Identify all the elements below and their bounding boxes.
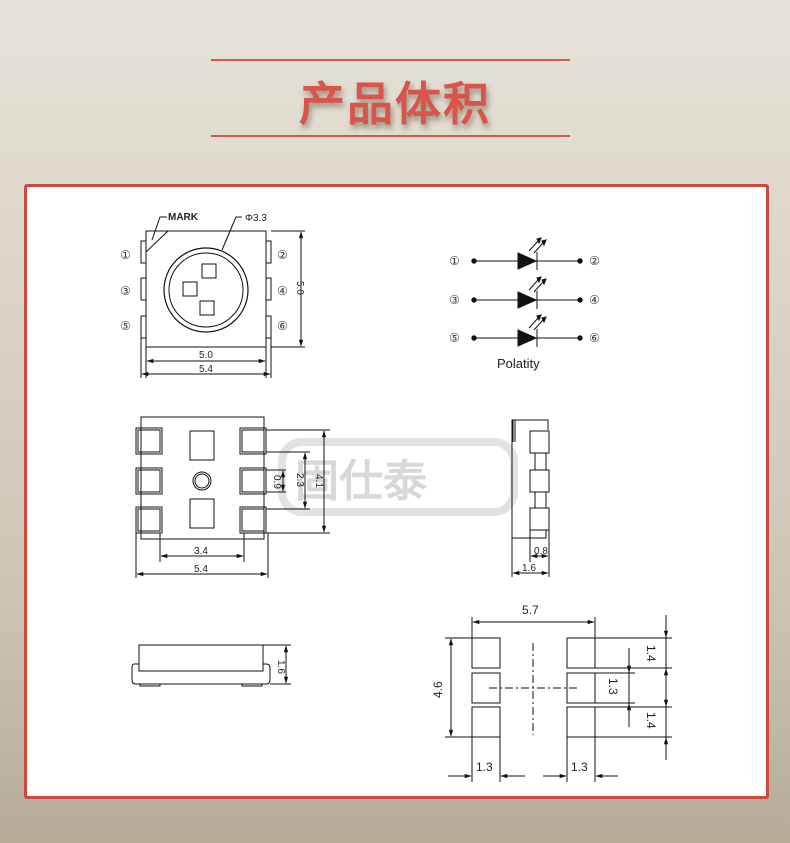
polarity-pin-5: ⑤	[449, 331, 460, 345]
page-title: 产品体积	[299, 77, 491, 131]
pin-6-label: ⑥	[277, 319, 288, 333]
pin-5-label: ⑤	[120, 319, 131, 333]
front-view	[131, 644, 291, 687]
footprint-dim-pad-top: 1.4	[644, 645, 658, 662]
bottom-view	[135, 416, 330, 578]
front-dim-height: 1.6	[275, 660, 286, 674]
polarity-pin-3: ③	[449, 293, 460, 307]
polarity-pin-1: ①	[449, 254, 460, 268]
polarity-label: Polatity	[497, 356, 540, 371]
polarity-pin-2: ②	[589, 254, 600, 268]
bottom-dim-pitch: 2.3	[294, 473, 305, 487]
mark-label: MARK	[168, 212, 199, 223]
footprint-dim-height: 4.6	[431, 681, 445, 698]
top-view	[140, 216, 305, 378]
title-rule-top	[211, 59, 570, 61]
top-dim-outer-width: 5.4	[199, 364, 213, 375]
pin-1-label: ①	[120, 248, 131, 262]
polarity-pin-6: ⑥	[589, 331, 600, 345]
polarity-diagram	[471, 237, 583, 347]
footprint-dim-pad-width-right: 1.3	[571, 760, 588, 774]
footprint-dim-span: 5.7	[522, 603, 539, 617]
footprint-dim-pad-bottom: 1.4	[644, 712, 658, 729]
title-rule-bottom	[211, 135, 570, 137]
pin-4-label: ④	[277, 284, 288, 298]
svg-text:固仕泰: 固仕泰	[295, 456, 428, 507]
bottom-dim-pad: 0.9	[271, 475, 282, 489]
diameter-label: Φ3.3	[245, 213, 267, 224]
footprint-dim-pad-width-left: 1.3	[476, 760, 493, 774]
bottom-dim-outer-width: 5.4	[194, 564, 208, 575]
side-view	[511, 419, 550, 577]
footprint-view	[445, 615, 672, 782]
top-dim-height: 5.0	[294, 281, 305, 295]
side-dim-depth: 0.8	[534, 546, 548, 557]
pin-3-label: ③	[120, 284, 131, 298]
bottom-dim-inner-width: 3.4	[194, 546, 208, 557]
watermark: 固仕泰	[278, 438, 518, 516]
footprint-dim-pad-mid: 1.3	[606, 678, 620, 695]
pin-2-label: ②	[277, 248, 288, 262]
bottom-dim-height: 4.1	[313, 474, 324, 488]
side-dim-width: 1.6	[522, 563, 536, 574]
polarity-pin-4: ④	[589, 293, 600, 307]
top-dim-inner-width: 5.0	[199, 350, 213, 361]
